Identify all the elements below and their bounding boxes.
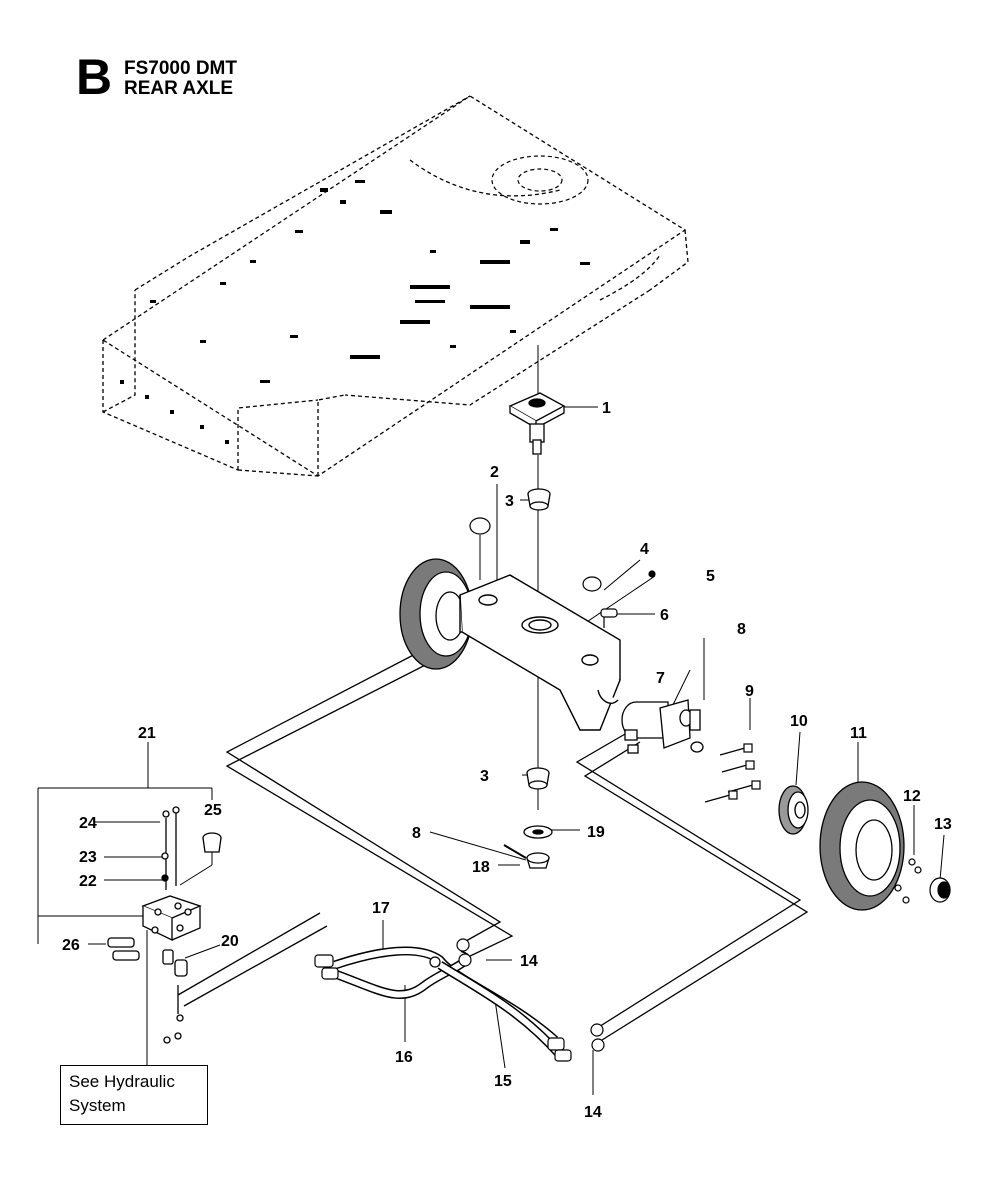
callout-19: 19: [587, 824, 605, 841]
callout-8-left: 8: [412, 825, 421, 842]
kingpin-assembly: [508, 392, 566, 455]
hub-flange: [778, 785, 809, 835]
callout-4: 4: [640, 541, 649, 558]
callout-7: 7: [656, 670, 665, 687]
callout-14-lower: 14: [584, 1104, 602, 1121]
callout-3-bottom: 3: [480, 768, 489, 785]
wheel-nuts-and-cap: [894, 858, 951, 904]
callout-5: 5: [706, 568, 715, 585]
callout-17: 17: [372, 900, 390, 917]
callout-23: 23: [79, 849, 97, 866]
axle-beam: [459, 574, 621, 731]
note-line-1: See Hydraulic: [69, 1072, 175, 1091]
callout-26: 26: [62, 937, 80, 954]
callout-13: 13: [934, 816, 952, 833]
bushing-top: [527, 488, 551, 511]
chassis-frame: [101, 95, 689, 477]
callout-1: 1: [602, 400, 611, 417]
callout-21: 21: [138, 725, 156, 742]
callout-15: 15: [494, 1073, 512, 1090]
turntable-ring: [491, 155, 589, 205]
callout-labels: 1 2 3 3 4 5 6 7 8 8 9 10 11 12 13 14 14 …: [62, 400, 952, 1121]
callout-20: 20: [221, 933, 239, 950]
caps-and-pins: [469, 517, 656, 628]
hub-motor: [621, 699, 704, 754]
callout-6: 6: [660, 607, 669, 624]
pivot-hardware: [503, 767, 553, 869]
callout-16: 16: [395, 1049, 413, 1066]
callout-14-upper: 14: [520, 953, 538, 970]
chassis-details: [120, 180, 590, 444]
bolts: [704, 743, 761, 803]
hose-fittings: [314, 938, 605, 1062]
title-line-assembly: REAR AXLE: [124, 78, 234, 99]
callout-8-right: 8: [737, 621, 746, 638]
callout-3-top: 3: [505, 493, 514, 510]
right-wheel: [819, 781, 905, 911]
callout-25: 25: [204, 802, 222, 819]
callout-11: 11: [850, 725, 867, 742]
left-wheel: [399, 558, 473, 670]
callout-12: 12: [903, 788, 921, 805]
diagram-title: FS7000 DMT REAR AXLE: [124, 59, 237, 99]
note-line-2: System: [69, 1096, 126, 1115]
callout-9: 9: [745, 683, 754, 700]
hydraulic-line-loops: [177, 649, 809, 1041]
callout-24: 24: [79, 815, 97, 832]
title-line-model: FS7000 DMT: [124, 58, 237, 79]
hydraulic-system-reference: See Hydraulic System: [60, 1065, 208, 1125]
callout-2: 2: [490, 464, 499, 481]
callout-22: 22: [79, 873, 97, 890]
callout-10: 10: [790, 713, 808, 730]
valve-block: [107, 806, 222, 1044]
callout-18: 18: [472, 859, 490, 876]
section-letter: B: [76, 49, 113, 105]
leader-lines: [37, 345, 945, 1095]
